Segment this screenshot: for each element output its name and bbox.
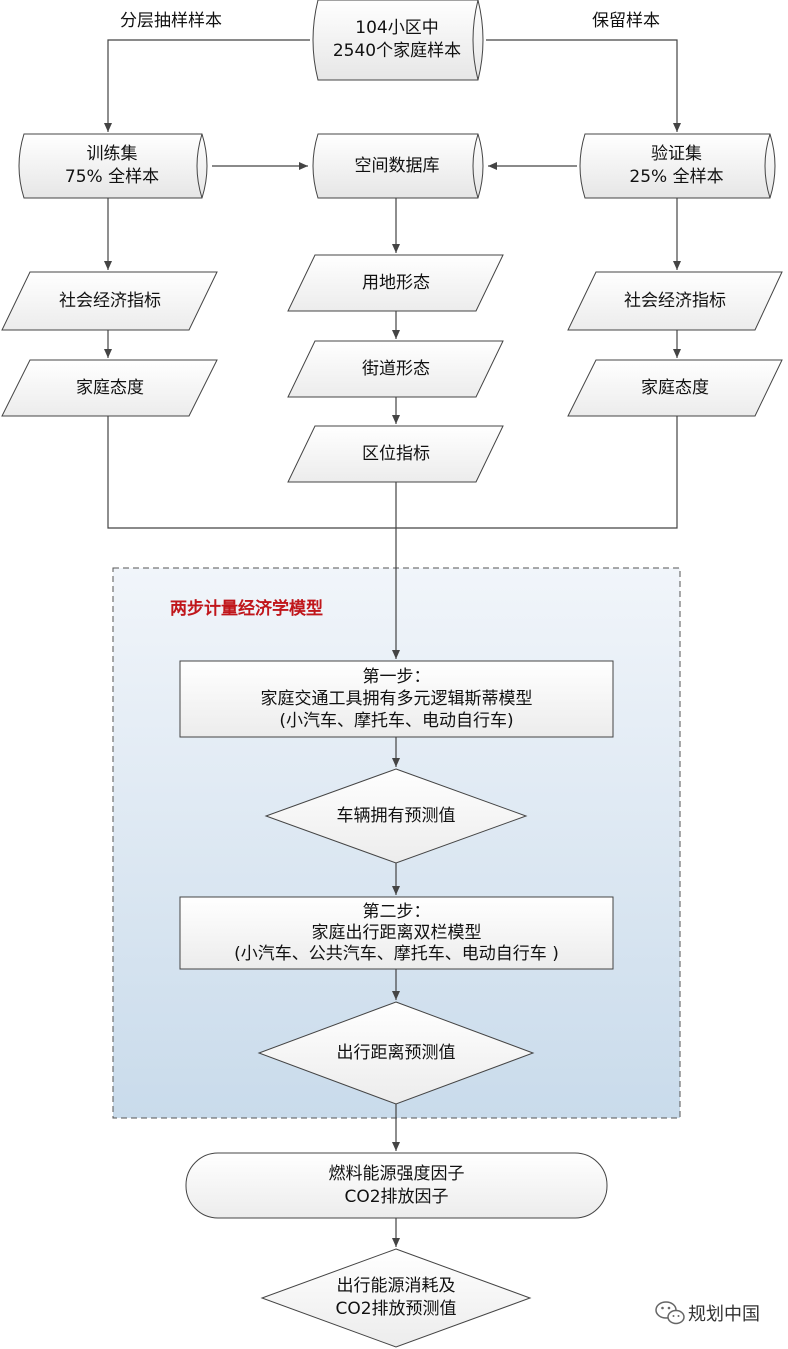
land-use-label: 用地形态: [296, 255, 496, 311]
decision2-text: 出行距离预测值: [336, 1042, 456, 1063]
left-attitude-shape: [1, 359, 218, 417]
edge-sample-to-training: [104, 39, 310, 132]
right-socio-shape: [567, 271, 783, 331]
sample-cylinder: [312, 0, 484, 81]
final-line1: 出行能源消耗及: [336, 1276, 456, 1296]
step2-box: [179, 896, 614, 970]
validation-line2: 25% 全样本: [629, 167, 724, 187]
factors-label: 燃料能源强度因子 CO2排放因子: [186, 1153, 607, 1218]
step1-line1: 第一步：: [362, 667, 431, 687]
step2-line1: 第二步：: [362, 901, 431, 922]
step1-line3: (小汽车、摩托车、电动自行车): [279, 711, 514, 731]
street-shape: [287, 340, 504, 398]
step2-line3: (小汽车、公共汽车、摩托车、电动自行车 ): [234, 943, 559, 964]
validation-cylinder: [579, 133, 776, 199]
sample-line1: 104小区中: [355, 18, 439, 38]
step2-label: 第二步： 家庭出行距离双栏模型 (小汽车、公共汽车、摩托车、电动自行车 ): [180, 897, 613, 969]
left-socio-shape: [1, 271, 218, 331]
right-socio-label: 社会经济指标: [575, 272, 775, 330]
watermark-text: 规划中国: [688, 1304, 760, 1325]
left-attitude-label: 家庭态度: [10, 360, 210, 416]
model-panel-title: 两步计量经济学模型: [170, 599, 323, 619]
spatial-db-label: 空间数据库: [312, 134, 482, 198]
decision2-label: 出行距离预测值: [259, 1002, 533, 1104]
edge-sample-to-validation: [486, 39, 681, 132]
decision1-label: 车辆拥有预测值: [266, 769, 526, 863]
final-line2: CO2排放预测值: [335, 1299, 457, 1319]
training-cylinder: [18, 133, 208, 199]
final-diamond: [260, 1248, 532, 1348]
training-line1: 训练集: [86, 144, 138, 164]
land-use-text: 用地形态: [362, 272, 430, 293]
sample-label: 104小区中 2540个家庭样本: [312, 0, 482, 80]
step2-line2: 家庭出行距离双栏模型: [311, 922, 482, 943]
decision1-text: 车辆拥有预测值: [336, 805, 456, 826]
final-label: 出行能源消耗及 CO2排放预测值: [262, 1249, 530, 1347]
right-socio-text: 社会经济指标: [624, 290, 726, 311]
left-socio-label: 社会经济指标: [10, 272, 210, 330]
spatial-db-text: 空间数据库: [354, 155, 440, 176]
location-label: 区位指标: [296, 426, 496, 482]
street-text: 街道形态: [362, 358, 430, 379]
step1-box: [179, 660, 614, 738]
left-attitude-text: 家庭态度: [76, 377, 144, 398]
step1-label: 第一步： 家庭交通工具拥有多元逻辑斯蒂模型 (小汽车、摩托车、电动自行车): [180, 661, 613, 737]
sample-line2: 2540个家庭样本: [332, 41, 462, 61]
right-attitude-shape: [567, 359, 783, 417]
step1-line2: 家庭交通工具拥有多元逻辑斯蒂模型: [260, 689, 533, 709]
wechat-icon: [655, 1301, 685, 1325]
right-attitude-label: 家庭态度: [575, 360, 775, 416]
right-attitude-text: 家庭态度: [641, 377, 709, 398]
left-socio-text: 社会经济指标: [59, 290, 161, 311]
training-label: 训练集 75% 全样本: [18, 134, 206, 198]
location-text: 区位指标: [362, 443, 430, 464]
left-branch-label: 分层抽样样本: [120, 11, 222, 31]
training-line2: 75% 全样本: [64, 167, 160, 187]
street-label: 街道形态: [296, 341, 496, 397]
validation-label: 验证集 25% 全样本: [579, 134, 774, 198]
location-shape: [287, 425, 504, 483]
spatial-db-cylinder: [312, 133, 484, 199]
edge-left-merge: [107, 416, 678, 529]
watermark: 规划中国: [688, 1300, 760, 1326]
validation-line1: 验证集: [651, 144, 702, 164]
factors-line2: CO2排放因子: [344, 1186, 449, 1207]
land-use-shape: [287, 254, 504, 312]
factors-line1: 燃料能源强度因子: [328, 1163, 465, 1184]
right-branch-label: 保留样本: [592, 11, 660, 31]
